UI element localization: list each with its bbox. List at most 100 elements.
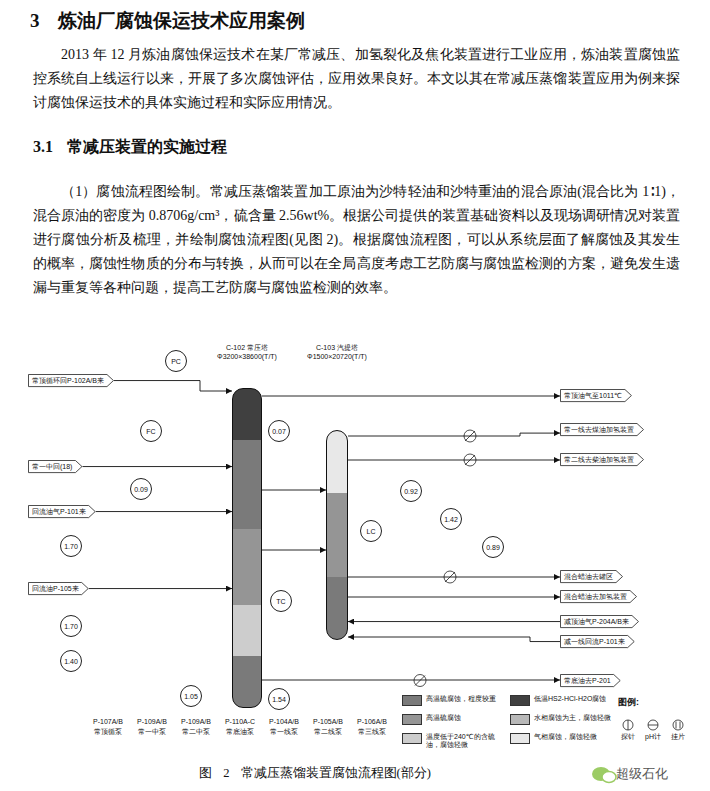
pipe-connector (262, 490, 326, 491)
flow-diagram: 图例:P-107A/B常顶循泵P-109A/B常一中泵P-109A/B常二中泵P… (0, 340, 710, 765)
callout-number: 1.05 (184, 693, 198, 700)
pump-name: 常顶循泵 (86, 728, 130, 736)
stream-tag: 常二线去柴油加氢装置 (560, 453, 644, 466)
legend-heading: 图例: (618, 696, 639, 709)
legend-text: 水相腐蚀为主，腐蚀轻微 (534, 714, 616, 722)
callout-number: PC (171, 358, 181, 365)
stream-tag: 减一线回流P-101来 (560, 635, 635, 648)
legend-swatch (510, 714, 530, 725)
callout-number: 0.92 (404, 488, 418, 495)
callout-circle: 1.54 (268, 688, 290, 710)
callout-number: 1.54 (272, 696, 286, 703)
callout-circle: PC (165, 350, 187, 372)
pipe-connector (96, 511, 232, 512)
subsection-heading: 3.1 常减压装置的实施过程 (33, 137, 227, 158)
legend-entry: 高温硫腐蚀，程度较重 (402, 695, 508, 706)
stream-label: 常顶油气至1011℃ (564, 391, 622, 400)
legend-entry: 温度低于240℃的含硫油，腐蚀轻微 (402, 733, 508, 750)
legend-swatch (510, 695, 530, 706)
stream-tag: 常底油去P-201 (560, 674, 621, 687)
probe-symbol (623, 720, 633, 730)
tag-outline (29, 583, 89, 595)
wechat-icon (590, 765, 620, 785)
callout-circle: 0.89 (482, 536, 504, 558)
tower-label: C-103 汽提塔 (295, 344, 379, 353)
pipe-connector (348, 577, 560, 578)
tag-outline (561, 571, 623, 583)
stream-tag: 回流油气P-101来 (28, 505, 96, 518)
pipe-connector (114, 381, 232, 391)
legend-swatch (402, 714, 422, 725)
body-paragraph: （1）腐蚀流程图绘制。常减压蒸馏装置加工原油为沙特轻油和沙特重油的混合原油(混合… (33, 180, 680, 300)
callout-number: LC (367, 528, 376, 535)
pump-tag: P-105A/B (306, 718, 350, 726)
probe-symbol (628, 720, 629, 730)
legend-entry: 低温HS2-HCl-H2O腐蚀 (510, 695, 616, 706)
legend-swatch (402, 733, 422, 744)
legend-entry: 水相腐蚀为主，腐蚀轻微 (510, 714, 616, 725)
stream-label: 回流油气P-101来 (32, 507, 86, 516)
callout-number: 0.07 (272, 428, 286, 435)
tag-outline (561, 454, 644, 466)
stream-label: 混合蜡油去加氢装置 (564, 592, 627, 601)
stream-label: 常一中回(18) (32, 462, 72, 471)
stream-tag: 常一线去煤油加氢装置 (560, 423, 644, 436)
pipe-connector (89, 588, 232, 589)
pump-tag: P-110A-C (218, 718, 262, 726)
tag-outline (561, 636, 635, 648)
pipe-connector (82, 466, 232, 467)
tower-label: C-102 常压塔 (205, 344, 289, 353)
callout-circle: FC (140, 420, 162, 442)
tower-label: Φ3200×38600(T/T) (205, 353, 289, 362)
pipe-connector (262, 550, 326, 551)
legend-entry: 气相腐蚀，腐蚀轻微 (510, 733, 616, 744)
pump-name: 常一中泵 (130, 728, 174, 736)
legend-entry: 挂片 (666, 733, 690, 741)
pump-tag: P-109A/B (130, 718, 174, 726)
coupon-symbol (673, 720, 683, 730)
stream-label: 混合蜡油去罐区 (564, 572, 613, 581)
pump-name: 常二中泵 (174, 728, 218, 736)
callout-circle: 0.07 (268, 420, 290, 442)
tag-outline (561, 675, 621, 687)
callout-circle: LC (360, 520, 382, 542)
callout-number: 0.89 (486, 544, 500, 551)
tag-outline (29, 461, 82, 473)
heat-exchanger (414, 675, 426, 687)
callout-number: 1.70 (64, 543, 78, 550)
pump-name: 常一线泵 (262, 728, 306, 736)
tower-label: Φ1500×20720(T/T) (295, 353, 379, 362)
callout-circle: 1.40 (60, 650, 82, 672)
stream-tag: 回流油P-105来 (28, 582, 89, 595)
tag-outline (561, 591, 637, 603)
callout-circle: 1.70 (60, 535, 82, 557)
pump-tag: P-109A/B (174, 718, 218, 726)
legend-text: 低温HS2-HCl-H2O腐蚀 (534, 695, 616, 703)
tag-outline (29, 506, 96, 518)
pipe-connector (348, 621, 560, 622)
stream-label: 常一线去煤油加氢装置 (564, 425, 634, 434)
legend-entry: 高温硫腐蚀 (402, 714, 508, 725)
coupon-symbol (676, 722, 677, 729)
stream-tag: 常一中回(18) (28, 460, 82, 473)
pump-tag: P-107A/B (86, 718, 130, 726)
tag-outline (561, 616, 639, 628)
pipe-connector (262, 680, 560, 681)
ph-meter-symbol (648, 720, 658, 730)
stream-tag: 减顶油气P-204A/B来 (560, 615, 639, 628)
pipe-connector (348, 460, 560, 461)
stream-tag: 混合蜡油去加氢装置 (560, 590, 637, 603)
watermark: 超级石化 (616, 765, 668, 783)
pump-tag: P-106A/B (350, 718, 394, 726)
tag-outline (29, 375, 114, 387)
stream-tag: 常顶油气至1011℃ (560, 389, 632, 402)
pump-name: 常底油泵 (218, 728, 262, 736)
stream-tag: 混合蜡油去罐区 (560, 570, 623, 583)
tag-outline (561, 424, 644, 436)
callout-circle: TC (270, 590, 292, 612)
pipe-connector (348, 637, 560, 642)
icon-bubble (602, 772, 616, 783)
legend-text: 高温硫腐蚀 (426, 714, 508, 722)
legend-entry: pH计 (641, 733, 665, 741)
